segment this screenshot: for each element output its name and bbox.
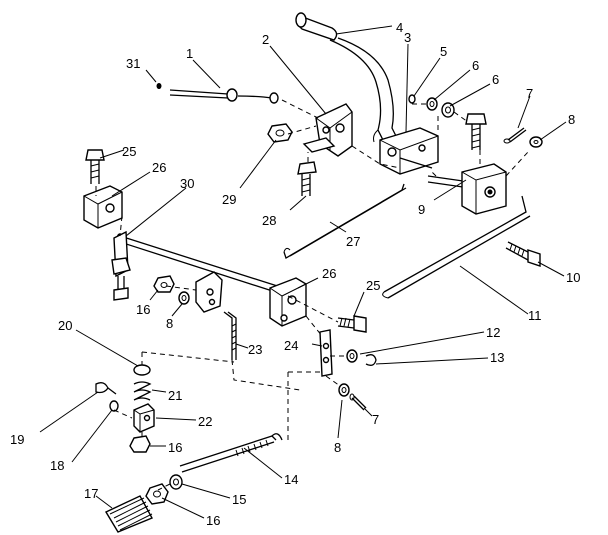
callout-16a: 16	[136, 302, 150, 317]
callout-4: 4	[396, 20, 403, 35]
callout-6a: 6	[472, 58, 479, 73]
callout-8b: 8	[166, 316, 173, 331]
bolt-25-right	[337, 315, 367, 333]
nut-29	[267, 123, 293, 143]
callout-7a: 7	[526, 86, 533, 101]
cotter-pin-upper	[503, 127, 527, 144]
callout-8c: 8	[334, 440, 341, 455]
callout-9: 9	[418, 202, 425, 217]
spring-17	[105, 495, 153, 533]
washer-8-upper	[529, 136, 543, 148]
washer-15	[169, 474, 183, 490]
right-pivot-bracket	[461, 163, 507, 215]
callout-8a: 8	[568, 112, 575, 127]
callout-13: 13	[490, 350, 504, 365]
callout-14: 14	[284, 472, 298, 487]
adjust-rod-23	[223, 311, 237, 360]
washer-6a	[426, 97, 438, 111]
nut-16-lower	[145, 483, 169, 505]
callout-12: 12	[486, 325, 500, 340]
callout-labels: 1 2 3 4 5 6 6 7 8 25 26 30 29 28 9 27 10…	[10, 20, 580, 528]
cable-bracket	[302, 103, 353, 157]
callout-27: 27	[346, 234, 360, 249]
callout-31: 31	[126, 56, 140, 71]
callout-1: 1	[186, 46, 193, 61]
callout-23: 23	[248, 342, 262, 357]
lever-pivot-bracket	[379, 127, 439, 175]
callout-21: 21	[168, 388, 182, 403]
washer-12	[346, 349, 358, 363]
handle-grip	[295, 12, 338, 41]
callout-20: 20	[58, 318, 72, 333]
bolt-28	[297, 161, 317, 196]
spring-21	[133, 381, 152, 401]
callout-5: 5	[440, 44, 447, 59]
lift-lever	[329, 37, 399, 143]
callout-19: 19	[10, 432, 24, 447]
callout-3: 3	[404, 30, 411, 45]
nut-20	[133, 364, 151, 376]
clip-13	[365, 354, 377, 366]
bracket-24	[319, 329, 333, 377]
callout-26a: 26	[152, 160, 166, 175]
callout-25a: 25	[122, 144, 136, 159]
cotter-pin-lower	[349, 393, 367, 411]
callout-24: 24	[284, 338, 298, 353]
clip-31	[156, 83, 162, 89]
callout-10: 10	[566, 270, 580, 285]
callout-26b: 26	[322, 266, 336, 281]
lift-arm-center	[195, 271, 223, 313]
callout-18: 18	[50, 458, 64, 473]
callout-29: 29	[222, 192, 236, 207]
callout-16c: 16	[206, 513, 220, 528]
bolt-upper-right	[465, 113, 487, 150]
link-19	[95, 382, 117, 395]
connecting-rod-11	[382, 195, 531, 299]
shaft-arm-left	[111, 230, 131, 301]
mount-bracket-26-left	[83, 185, 123, 229]
washer-8-lower	[338, 383, 350, 397]
callout-11: 11	[528, 308, 542, 323]
adjust-rod-14	[179, 433, 283, 473]
callout-22: 22	[198, 414, 212, 429]
bolt-10	[505, 241, 541, 267]
washer-8-left	[178, 291, 190, 305]
washer-6b	[441, 102, 455, 118]
callout-30: 30	[180, 176, 194, 191]
callout-15: 15	[232, 492, 246, 507]
callout-7b: 7	[372, 412, 379, 427]
bolt-25-left	[85, 149, 105, 184]
callout-17: 17	[84, 486, 98, 501]
lift-cable	[169, 88, 279, 104]
leader-lines	[39, 25, 567, 519]
callout-16b: 16	[168, 440, 182, 455]
callout-25b: 25	[366, 278, 380, 293]
callout-2: 2	[262, 32, 269, 47]
assembly-lines	[95, 99, 529, 491]
nut-16-upper	[153, 275, 175, 293]
callout-6b: 6	[492, 72, 499, 87]
pin-5	[408, 94, 416, 104]
callout-28: 28	[262, 213, 276, 228]
washer-18	[109, 400, 119, 412]
nut-16-mid	[129, 435, 151, 453]
trunnion-22	[133, 403, 155, 433]
connecting-rod-27	[283, 183, 407, 259]
